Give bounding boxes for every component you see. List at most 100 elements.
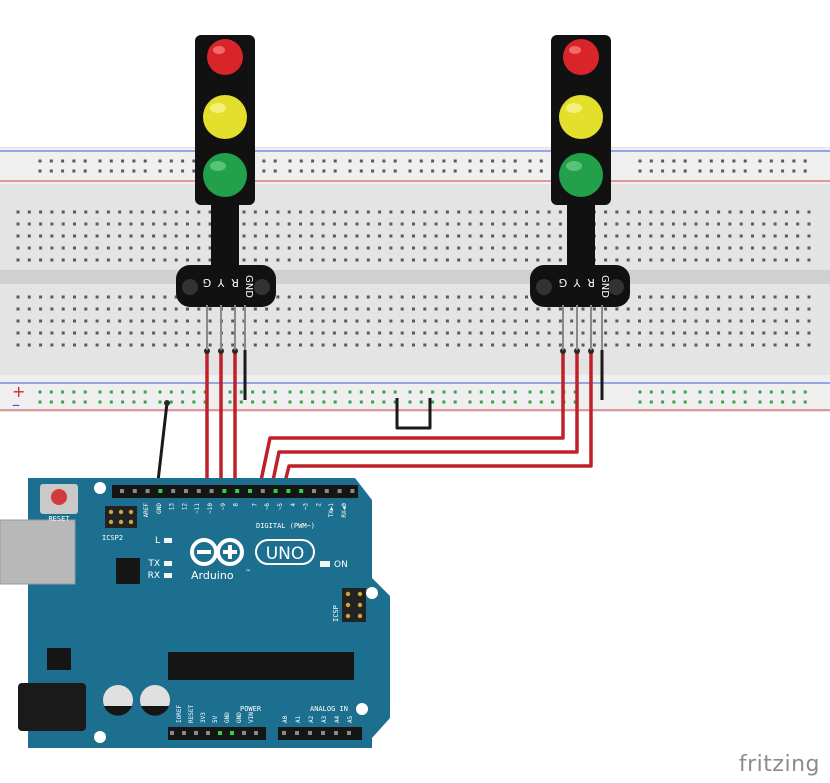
breadboard: + – <box>0 147 830 414</box>
wire-right-yellow <box>269 350 579 491</box>
on-label: ON <box>334 560 348 570</box>
arduino-logo: UNO Arduino ™ <box>190 538 315 582</box>
power-pin-label: VIN <box>248 712 255 723</box>
power-jack <box>18 683 86 731</box>
digital-pin-label: 13 <box>169 503 176 511</box>
analog-pin-label: A0 <box>282 715 289 723</box>
led-label-tx: TX <box>147 559 160 569</box>
bottom-header-pins <box>170 731 351 735</box>
digital-header <box>112 485 358 498</box>
yellow-lamp <box>559 95 603 139</box>
digital-pin-label: ~9 <box>220 503 227 511</box>
mounting-hole <box>94 731 106 743</box>
mounting-hole <box>356 703 368 715</box>
power-pin-label: GND <box>236 712 243 723</box>
digital-pin-label: TX▶1 <box>328 503 335 518</box>
mounting-hole <box>182 279 198 295</box>
led-label-rx: RX <box>148 571 160 581</box>
red-lamp <box>207 39 243 75</box>
digital-label: DIGITAL (PWM~) <box>256 522 315 530</box>
wire-arduino-gnd <box>155 402 169 491</box>
traffic-light-base <box>176 265 276 307</box>
bottom-power-rail <box>0 375 830 411</box>
on-led <box>320 561 330 567</box>
arduino-brand-text: Arduino <box>191 569 234 582</box>
pin-label-g: G <box>559 276 568 289</box>
digital-pin-label: RX◀0 <box>341 503 348 518</box>
digital-pin-label: AREF <box>143 503 150 518</box>
icsp-label: ICSP <box>332 605 340 622</box>
digital-pin-label: 7 <box>251 503 258 507</box>
digital-header-pins <box>120 489 355 493</box>
wire-rail-bridge <box>395 398 432 430</box>
green-lamp <box>559 153 603 197</box>
pin-label-y: Y <box>217 276 225 289</box>
power-label: POWER <box>240 705 262 713</box>
digital-pin-label: 4 <box>290 503 297 507</box>
power-pin-label: 3V3 <box>200 712 207 723</box>
voltage-regulator <box>47 648 71 670</box>
led-label-l: L <box>155 536 160 546</box>
digital-pin-label: 2 <box>315 503 322 507</box>
capacitors <box>103 685 170 716</box>
traffic-light-left: G Y R GND <box>176 35 276 350</box>
yellow-lamp <box>203 95 247 139</box>
minus-label: – <box>12 395 20 414</box>
analog-pin-label: A2 <box>308 715 315 723</box>
digital-pin-label: 12 <box>181 503 188 511</box>
power-pin-label: GND <box>224 712 231 723</box>
digital-pin-label: GND <box>156 503 163 514</box>
pin-label-gnd: GND <box>599 275 610 298</box>
atmega-chip <box>168 652 354 680</box>
pin-label-y: Y <box>573 276 581 289</box>
traffic-light-right: G Y R GND <box>530 35 630 350</box>
green-lamp <box>203 153 247 197</box>
power-pin-labels: IOREF RESET 3V3 5V GND GND VIN <box>176 705 255 723</box>
analog-pin-labels: A0 A1 A2 A3 A4 A5 <box>282 715 354 723</box>
analog-pin-label: A3 <box>321 715 328 723</box>
power-header <box>168 727 266 740</box>
digital-pin-label: ~6 <box>264 503 271 511</box>
traffic-light-stem <box>567 195 595 275</box>
analog-pin-label: A1 <box>295 715 302 723</box>
usb-chip <box>116 558 140 584</box>
icsp2-header <box>105 506 137 528</box>
top-power-rail <box>0 148 830 184</box>
pin-label-gnd: GND <box>243 275 254 298</box>
mounting-hole <box>608 279 624 295</box>
wire-right-green <box>257 350 565 491</box>
digital-pin-labels: AREF GND 13 12 ~11 ~10 ~9 8 7 ~6 ~5 4 ~3 2 TX▶1 RX◀0 <box>143 503 348 518</box>
icsp2-label: ICSP2 <box>102 534 123 542</box>
traffic-light-base <box>530 265 630 307</box>
digital-pin-label: ~3 <box>303 503 310 511</box>
digital-pin-label: ~5 <box>277 503 284 511</box>
arduino-pcb <box>28 478 390 748</box>
red-lamp <box>563 39 599 75</box>
traffic-light-stem <box>211 195 239 275</box>
wire-ends <box>164 348 594 406</box>
trademark-symbol: ™ <box>245 569 251 576</box>
power-pin-label: RESET <box>188 705 195 723</box>
analog-header <box>278 727 362 740</box>
icsp-header <box>342 588 366 622</box>
digital-pin-label: ~11 <box>194 503 201 514</box>
pin-label-r: R <box>231 276 239 289</box>
mounting-hole <box>94 482 106 494</box>
analog-label: ANALOG IN <box>310 705 348 713</box>
center-channel <box>0 270 830 284</box>
digital-pin-label: 8 <box>233 503 240 507</box>
digital-pin-label: ~10 <box>207 503 214 514</box>
pin-label-g: G <box>203 276 212 289</box>
power-pin-label: 5V <box>212 715 219 723</box>
status-leds: L TX RX <box>147 536 172 581</box>
analog-pin-label: A5 <box>347 715 354 723</box>
mounting-hole <box>366 587 378 599</box>
mounting-hole <box>254 279 270 295</box>
analog-pin-label: A4 <box>334 715 341 723</box>
power-pin-label: IOREF <box>176 705 183 723</box>
mounting-hole <box>536 279 552 295</box>
plus-label: + <box>12 382 25 401</box>
usb-connector <box>0 520 75 584</box>
reset-button-cap[interactable] <box>51 489 67 505</box>
